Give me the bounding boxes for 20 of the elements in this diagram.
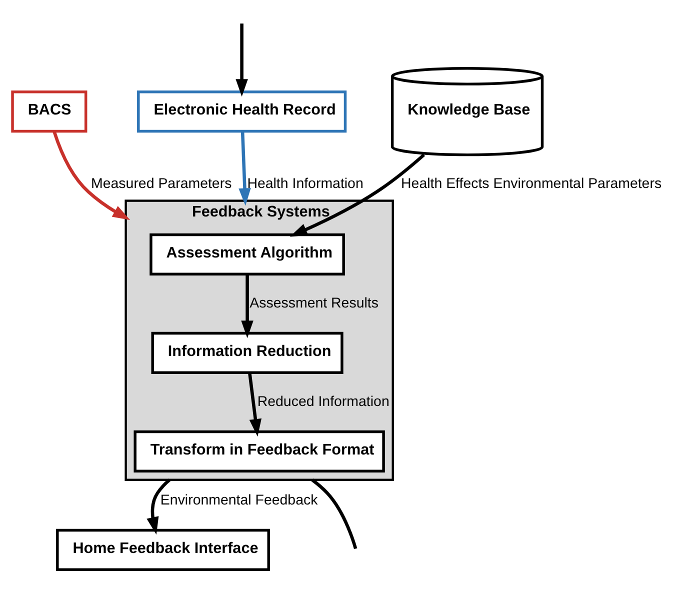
arrow bbox=[248, 372, 262, 437]
node-box: Information Reduction bbox=[151, 332, 344, 374]
arrow bbox=[290, 154, 426, 237]
edge-label: Reduced Information bbox=[257, 394, 390, 410]
node-box: BACS bbox=[11, 90, 88, 133]
edge-label: Measured Parameters bbox=[91, 176, 232, 192]
node-box: Assessment Algorithm bbox=[150, 233, 345, 276]
edge-label: Health Information bbox=[247, 176, 364, 192]
connector bbox=[311, 478, 358, 550]
edge-label: Assessment Results bbox=[250, 295, 378, 312]
arrow bbox=[238, 131, 251, 206]
node-box: Electronic Health Record bbox=[137, 90, 347, 133]
arrow bbox=[241, 274, 254, 338]
edge-label: Health Effects Environmental Parameters bbox=[401, 176, 662, 192]
node-box: Home Feedback Interface bbox=[56, 528, 270, 571]
arrow bbox=[236, 24, 248, 97]
node-box: Transform in Feedback Format bbox=[134, 430, 385, 472]
arrow bbox=[52, 130, 130, 220]
edge-label: Environmental Feedback bbox=[160, 492, 318, 508]
arrow bbox=[146, 478, 171, 535]
